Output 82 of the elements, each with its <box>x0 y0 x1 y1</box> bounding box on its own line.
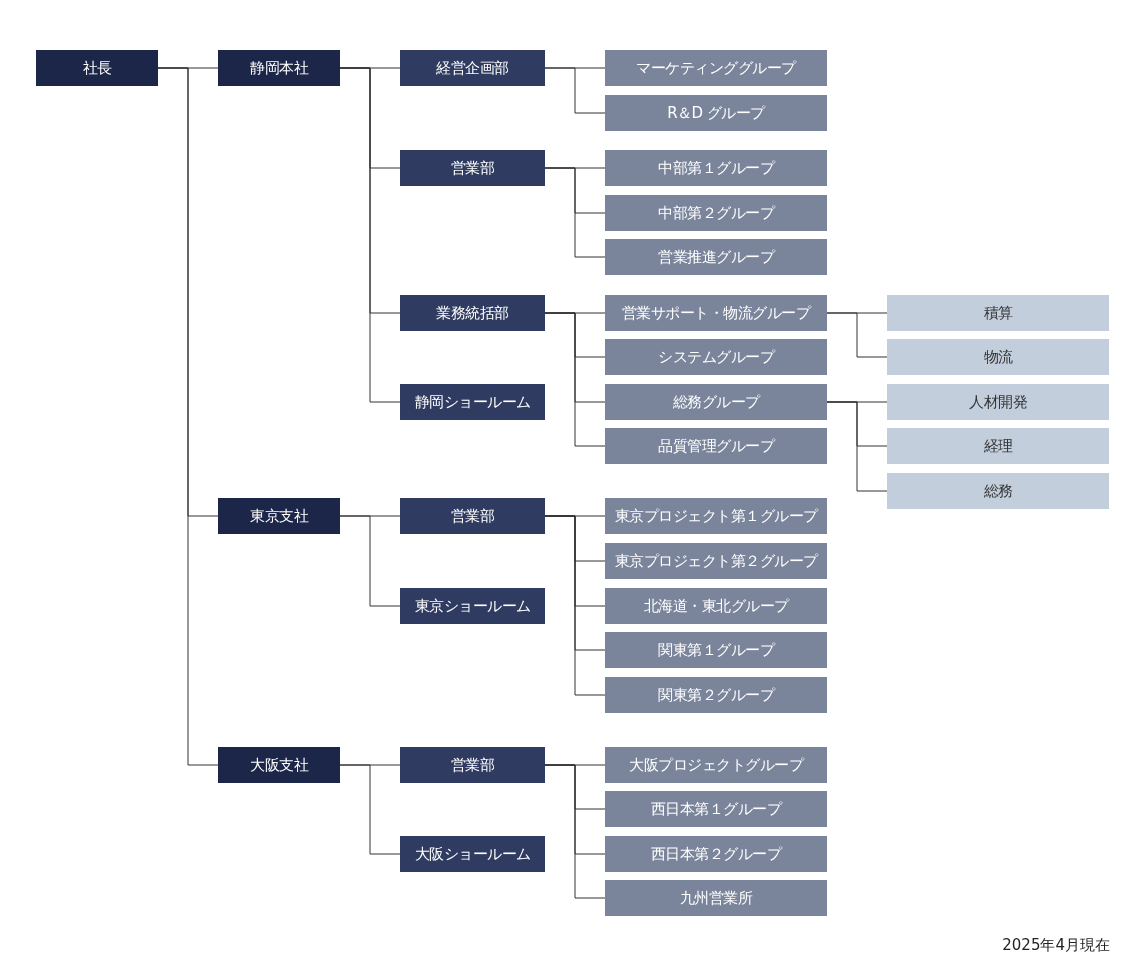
unit-name: システムグループ <box>658 347 774 367</box>
connector-line <box>826 312 888 358</box>
org-unit-box <box>400 498 545 534</box>
org-unit-box <box>605 677 827 713</box>
org-unit-box <box>605 339 827 375</box>
unit-name: 静岡本社 <box>250 58 308 78</box>
connector-line <box>544 167 606 258</box>
org-unit-box <box>400 295 545 331</box>
org-unit-box <box>400 50 545 86</box>
unit-name: 総務グループ <box>672 392 760 412</box>
org-unit-box <box>887 428 1109 464</box>
unit-name: 西日本第１グループ <box>650 799 782 819</box>
unit-name: 総務 <box>983 481 1013 501</box>
unit-name: 大阪プロジェクトグループ <box>629 755 803 775</box>
unit-name: 北海道・東北グループ <box>643 596 789 616</box>
unit-name: 大阪ショールーム <box>414 844 531 864</box>
unit-name: 営業サポート・物流グループ <box>621 303 811 323</box>
org-unit-box <box>218 747 340 783</box>
org-unit-box <box>218 50 340 86</box>
unit-name: 関東第１グループ <box>658 640 774 660</box>
unit-name: 営業部 <box>450 755 495 775</box>
connector-line <box>339 515 401 607</box>
connector-line <box>826 401 888 492</box>
unit-name: R＆D グループ <box>667 103 765 123</box>
unit-name: 人材開発 <box>969 392 1027 412</box>
org-unit-box <box>887 339 1109 375</box>
connector-line <box>544 764 606 899</box>
unit-name: 経理 <box>983 436 1013 456</box>
org-unit-box <box>605 195 827 231</box>
org-unit-box <box>605 95 827 131</box>
org-unit-box <box>887 473 1109 509</box>
org-unit-box <box>605 239 827 275</box>
unit-name: 業務統括部 <box>436 303 509 323</box>
org-unit-box <box>605 632 827 668</box>
org-unit-box <box>605 880 827 916</box>
connector-line <box>157 67 219 766</box>
org-unit-box <box>605 150 827 186</box>
org-unit-box <box>400 836 545 872</box>
unit-name: 経営企画部 <box>436 58 509 78</box>
unit-name: 営業部 <box>450 158 495 178</box>
unit-name: 積算 <box>983 303 1013 323</box>
org-unit-box <box>887 295 1109 331</box>
unit-name: 社長 <box>82 58 112 78</box>
connector-line <box>544 312 606 447</box>
unit-name: 営業部 <box>450 506 495 526</box>
as-of-date-note: 2025年4月現在 <box>1002 936 1110 955</box>
connector-line <box>339 67 401 403</box>
org-unit-box <box>887 384 1109 420</box>
org-unit-box <box>400 384 545 420</box>
unit-name: 東京プロジェクト第１グループ <box>614 506 818 526</box>
unit-name: 大阪支社 <box>250 755 308 775</box>
unit-name: マーケティンググループ <box>636 58 796 78</box>
org-unit-box <box>605 588 827 624</box>
unit-name: 東京プロジェクト第２グループ <box>614 551 818 571</box>
org-unit-box <box>605 543 827 579</box>
unit-name: 物流 <box>983 347 1013 367</box>
org-unit-box <box>400 150 545 186</box>
org-unit-box <box>400 588 545 624</box>
unit-name: 品質管理グループ <box>658 436 774 456</box>
unit-name: 中部第１グループ <box>658 158 774 178</box>
org-unit-box <box>605 498 827 534</box>
connector-line <box>544 515 606 696</box>
org-unit-box <box>605 295 827 331</box>
org-unit-box <box>605 50 827 86</box>
unit-name: 静岡ショールーム <box>414 392 531 412</box>
unit-name: 東京ショールーム <box>414 596 531 616</box>
unit-name: 東京支社 <box>250 506 308 526</box>
connector-line <box>544 67 606 114</box>
unit-name: 営業推進グループ <box>658 247 774 267</box>
unit-name: 関東第２グループ <box>658 685 774 705</box>
org-unit-box <box>605 791 827 827</box>
unit-name: 九州営業所 <box>679 888 753 908</box>
org-unit-box <box>605 384 827 420</box>
org-unit-box <box>605 836 827 872</box>
unit-name: 中部第２グループ <box>658 203 774 223</box>
org-unit-box <box>605 747 827 783</box>
org-unit-box <box>36 50 158 86</box>
org-unit-box <box>605 428 827 464</box>
unit-name: 西日本第２グループ <box>650 844 782 864</box>
connector-line <box>339 764 401 855</box>
org-unit-box <box>400 747 545 783</box>
org-unit-box <box>218 498 340 534</box>
